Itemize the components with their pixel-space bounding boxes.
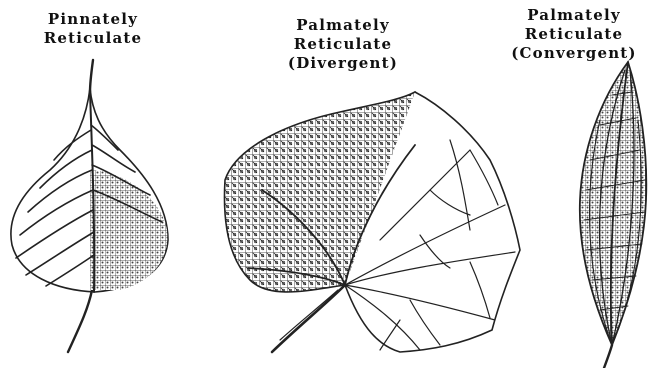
divergent-leaf (224, 92, 520, 352)
convergent-leaf (580, 62, 646, 368)
pinnate-leaf (11, 60, 170, 352)
